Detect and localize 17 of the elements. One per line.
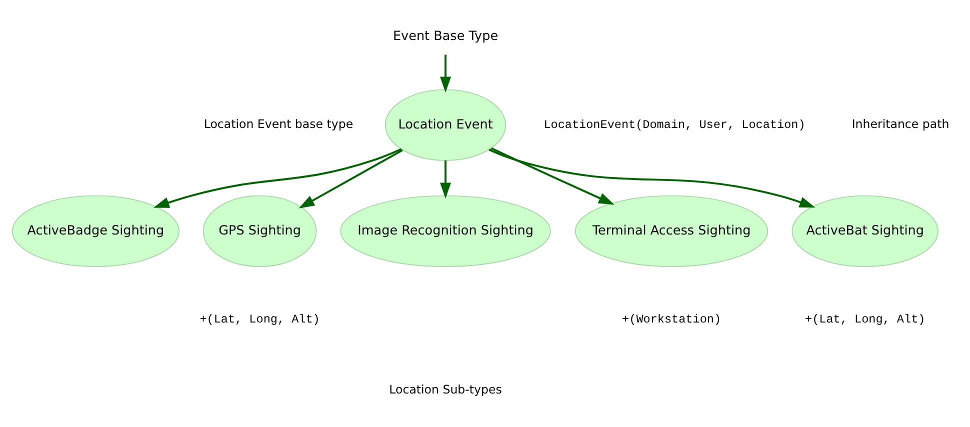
arrow bbox=[490, 147, 614, 205]
node-label: Location Event base type bbox=[204, 117, 354, 132]
node-ellipse: Location Event bbox=[384, 89, 506, 161]
node-label: +(Workstation) bbox=[622, 312, 722, 327]
arrow bbox=[440, 160, 452, 198]
node-text: Event Base Type bbox=[392, 28, 498, 44]
node-ellipse: Image Recognition Sighting bbox=[340, 195, 551, 268]
node-label: +(Lat, Long, Alt) bbox=[200, 312, 320, 327]
arrow bbox=[153, 148, 402, 208]
label: Inheritance path bbox=[852, 117, 950, 132]
node-ellipse: Terminal Access Sighting bbox=[574, 195, 768, 268]
node-label: LocationEvent(Domain, User, Location) bbox=[544, 118, 806, 132]
node-label: +(Lat, Long, Alt) bbox=[805, 312, 926, 327]
arrow bbox=[440, 54, 452, 92]
arrow bbox=[488, 148, 816, 208]
arrow bbox=[298, 149, 403, 208]
label: Location Sub-types bbox=[389, 382, 502, 396]
